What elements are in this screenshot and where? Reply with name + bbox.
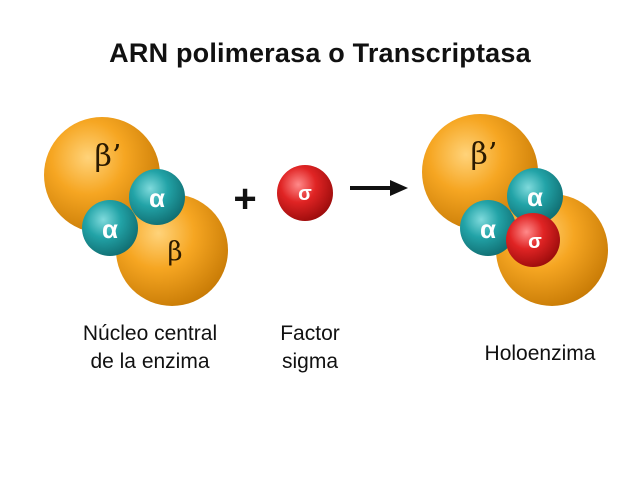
caption-sigma-factor: Factor sigma	[250, 320, 370, 376]
holo-alpha-top-subunit	[507, 168, 563, 224]
caption-sigma-line2: sigma	[281, 350, 339, 373]
holo-alpha-left-subunit	[460, 200, 516, 256]
diagram-title: ARN polimerasa o Transcriptasa	[109, 38, 531, 68]
holo-beta-prime-label: β’	[471, 137, 498, 172]
core-beta-label: β	[167, 237, 182, 267]
caption-holoenzyme: Holoenzima	[455, 340, 625, 368]
holoenzyme: β’ α α σ	[422, 114, 608, 306]
caption-core-line2: de la enzima	[90, 350, 210, 373]
holo-alpha-top-label: α	[527, 182, 543, 212]
caption-sigma-line1: Factor	[280, 322, 340, 345]
core-alpha-left-label: α	[102, 214, 118, 244]
holo-sigma-label: σ	[528, 231, 542, 253]
core-alpha-top-subunit	[129, 169, 185, 225]
holo-alpha-left-label: α	[480, 214, 496, 244]
arrow-head	[390, 180, 408, 196]
core-enzyme: β’ β α α	[44, 117, 228, 306]
caption-core-enzyme: Núcleo central de la enzima	[55, 320, 245, 376]
caption-holo-line: Holoenzima	[484, 342, 596, 365]
sigma-subunit	[277, 165, 333, 221]
holo-sigma-subunit	[506, 213, 560, 267]
plus-sign: +	[233, 177, 256, 221]
sigma-factor: σ	[277, 165, 333, 221]
core-alpha-top-label: α	[149, 183, 165, 213]
reaction-arrow	[350, 180, 408, 196]
sigma-label: σ	[298, 183, 312, 205]
caption-core-line1: Núcleo central	[82, 322, 218, 345]
core-alpha-left-subunit	[82, 200, 138, 256]
core-beta-prime-label: β’	[95, 139, 122, 174]
core-beta-subunit	[116, 194, 228, 306]
